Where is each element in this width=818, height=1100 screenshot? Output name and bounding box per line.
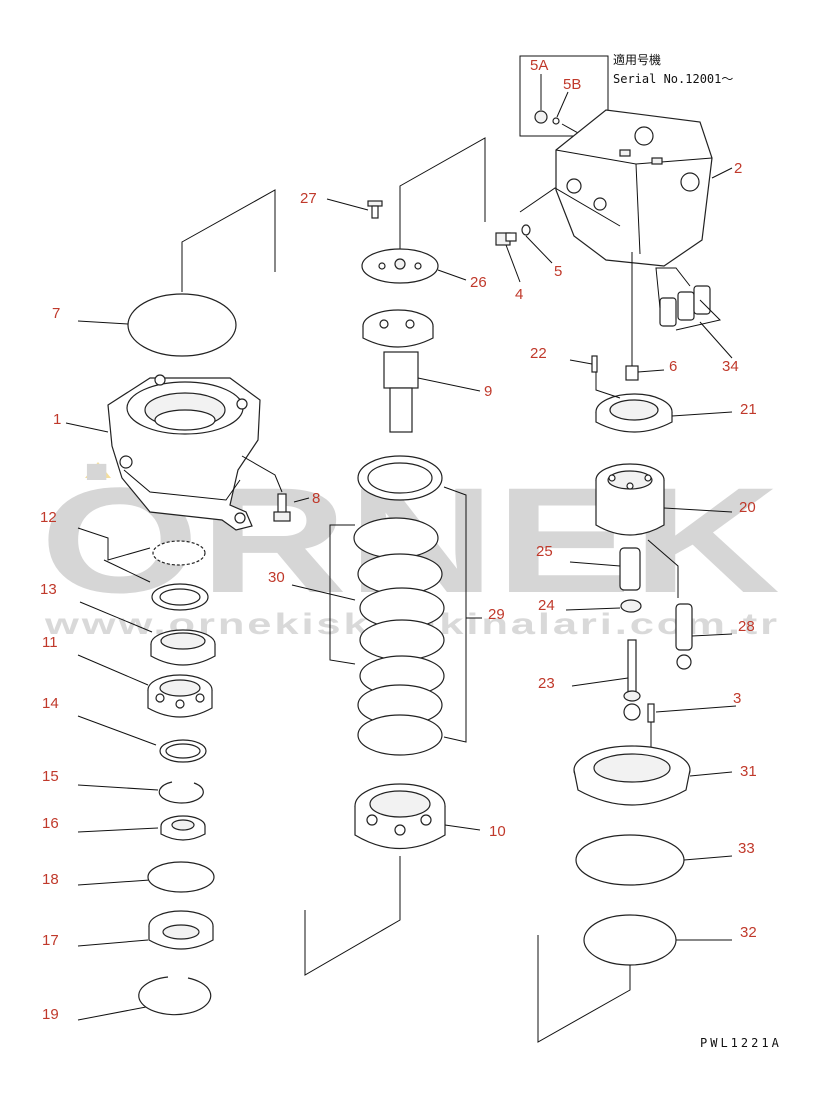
callout-2: 2 [734, 160, 742, 177]
callout-23: 23 [538, 675, 555, 692]
part-20-cylinder-block [595, 463, 665, 536]
serial-note-title: 適用号機 [613, 52, 661, 67]
callout-8: 8 [312, 490, 320, 507]
part-2-head-block [555, 109, 713, 267]
part-9-shaft [362, 309, 434, 433]
part-28-spring [675, 603, 693, 670]
callout-19: 19 [42, 1006, 59, 1023]
part-19-snap-ring [138, 976, 212, 1016]
callout-26: 26 [470, 274, 487, 291]
callout-13: 13 [40, 581, 57, 598]
callout-10: 10 [489, 823, 506, 840]
callout-31: 31 [740, 763, 757, 780]
callout-4: 4 [515, 286, 523, 303]
callout-29: 29 [488, 606, 505, 623]
callout-9: 9 [484, 383, 492, 400]
right-column [495, 109, 737, 1043]
part-10-bearing [354, 783, 446, 850]
callout-34: 34 [722, 358, 739, 375]
part-3-pin [647, 703, 655, 723]
callout-5a: 5A [530, 57, 548, 74]
callout-33: 33 [738, 840, 755, 857]
part-23-guide [623, 639, 641, 721]
callout-32: 32 [740, 924, 757, 941]
part-18-oring [147, 861, 215, 893]
part-4-plug [495, 232, 517, 246]
callout-11: 11 [42, 634, 58, 651]
part-8-bolt [273, 493, 291, 522]
part-5b-oring [552, 117, 560, 125]
callout-20: 20 [739, 499, 756, 516]
part-34-springs [659, 285, 711, 327]
serial-detail-box [519, 55, 609, 137]
part-25-spring [619, 547, 641, 591]
callout-18: 18 [42, 871, 59, 888]
part-31-swash-plate [573, 745, 691, 806]
part-1-housing [107, 374, 261, 531]
part-29-plates [353, 455, 445, 756]
callout-14: 14 [42, 695, 59, 712]
part-5a-plug [534, 110, 548, 124]
watermark-logo-mark [85, 462, 111, 478]
part-17-retainer [148, 910, 214, 950]
callout-labels: 5A 5B 2 27 26 4 5 7 34 22 6 9 21 1 8 20 … [40, 57, 757, 1023]
callout-5: 5 [554, 263, 562, 280]
part-22-pin [591, 355, 598, 373]
part-7-oring [127, 293, 237, 357]
callout-7: 7 [52, 305, 60, 322]
callout-24: 24 [538, 597, 555, 614]
part-26-plate [361, 248, 439, 284]
part-24-collar [620, 599, 642, 613]
callout-15: 15 [42, 768, 59, 785]
callout-21: 21 [740, 401, 757, 418]
part-16-nut [160, 815, 206, 841]
serial-note: 適用号機 Serial No.12001～ [519, 52, 733, 153]
part-21-valve-plate [595, 393, 673, 433]
serial-note-number: Serial No.12001～ [613, 72, 733, 86]
part-11-bearing [147, 674, 213, 718]
part-11-seal [150, 629, 216, 666]
part-27-screw [367, 200, 383, 219]
callout-17: 17 [42, 932, 59, 949]
left-column [65, 189, 310, 1021]
middle-column [291, 137, 486, 976]
callout-1: 1 [53, 411, 61, 428]
callout-16: 16 [42, 815, 59, 832]
part-32-oring [583, 914, 677, 966]
callout-6: 6 [669, 358, 677, 375]
part-5-oring [521, 224, 531, 236]
callout-25: 25 [536, 543, 553, 560]
part-12-ring [152, 540, 206, 566]
callout-3: 3 [733, 690, 741, 707]
callout-5b: 5B [563, 76, 581, 93]
callout-12: 12 [40, 509, 57, 526]
callout-30: 30 [268, 569, 285, 586]
callout-28: 28 [738, 618, 755, 635]
callout-22: 22 [530, 345, 547, 362]
part-15-snap-ring [158, 781, 204, 804]
callout-27: 27 [300, 190, 317, 207]
drawing-code: PWL1221A [700, 1036, 782, 1050]
part-6-pin [625, 365, 639, 381]
part-33-oring [575, 834, 685, 886]
